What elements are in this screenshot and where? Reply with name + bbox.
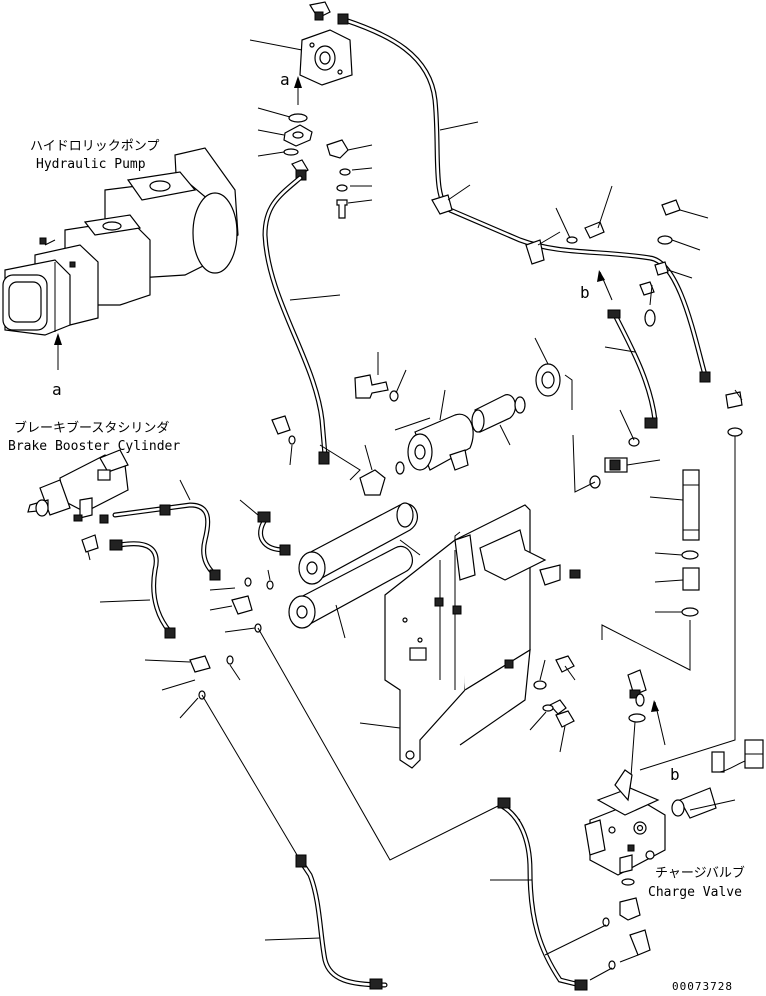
pipe-fitting [682, 469, 700, 541]
drawing-number: 00073728 [672, 980, 733, 993]
top-ref-arrow-b [597, 270, 613, 301]
brake-booster-label-jp: ブレーキブースタシリンダ [14, 420, 169, 436]
hydraulic-pump [2, 147, 239, 336]
charge-accumulator [407, 413, 474, 471]
charge-valve [584, 769, 666, 876]
hose-right [607, 309, 658, 429]
hose-bottom-left [295, 854, 388, 990]
o-ring [727, 427, 743, 437]
charge-valve-label-jp: チャージバルブ [655, 865, 745, 881]
valve-ref-arrow-b [651, 700, 666, 746]
brake-booster-label-en: Brake Booster Cylinder [8, 439, 180, 454]
flange-ref-label-a: a [280, 70, 290, 89]
flange-ref-arrow-a [294, 76, 302, 105]
accumulator-lower [288, 545, 413, 629]
nut [555, 655, 575, 673]
brake-booster-cylinder [27, 449, 129, 522]
accumulator-upper [298, 502, 418, 585]
hose-booster-right [112, 502, 221, 581]
solenoid-connector [671, 739, 764, 819]
mounting-bracket [384, 504, 581, 769]
tee-fitting [619, 897, 641, 921]
elbow-fitting [326, 139, 349, 159]
pump-flange-block [299, 29, 353, 86]
nut [555, 710, 575, 728]
bolt [336, 199, 348, 219]
adapter [682, 567, 700, 591]
pump-ref-label-a: a [52, 380, 62, 399]
hose-small [257, 511, 291, 556]
hose-pump-middle [262, 175, 330, 465]
pump-ref-arrow-a [54, 333, 62, 370]
charge-valve-label-en: Charge Valve [648, 885, 742, 900]
hose-top [337, 13, 711, 383]
top-ref-label-b: b [580, 283, 590, 302]
valve-ref-label-b: b [670, 765, 680, 784]
bolt [354, 374, 389, 399]
hose-booster-left [109, 539, 176, 639]
hose-bottom-right [497, 797, 588, 991]
o-ring [288, 113, 308, 123]
bushing [535, 363, 561, 397]
hydraulic-pump-label-jp: ハイドロリックポンプ [30, 139, 159, 154]
hydraulic-pump-label-en: Hydraulic Pump [36, 157, 146, 172]
